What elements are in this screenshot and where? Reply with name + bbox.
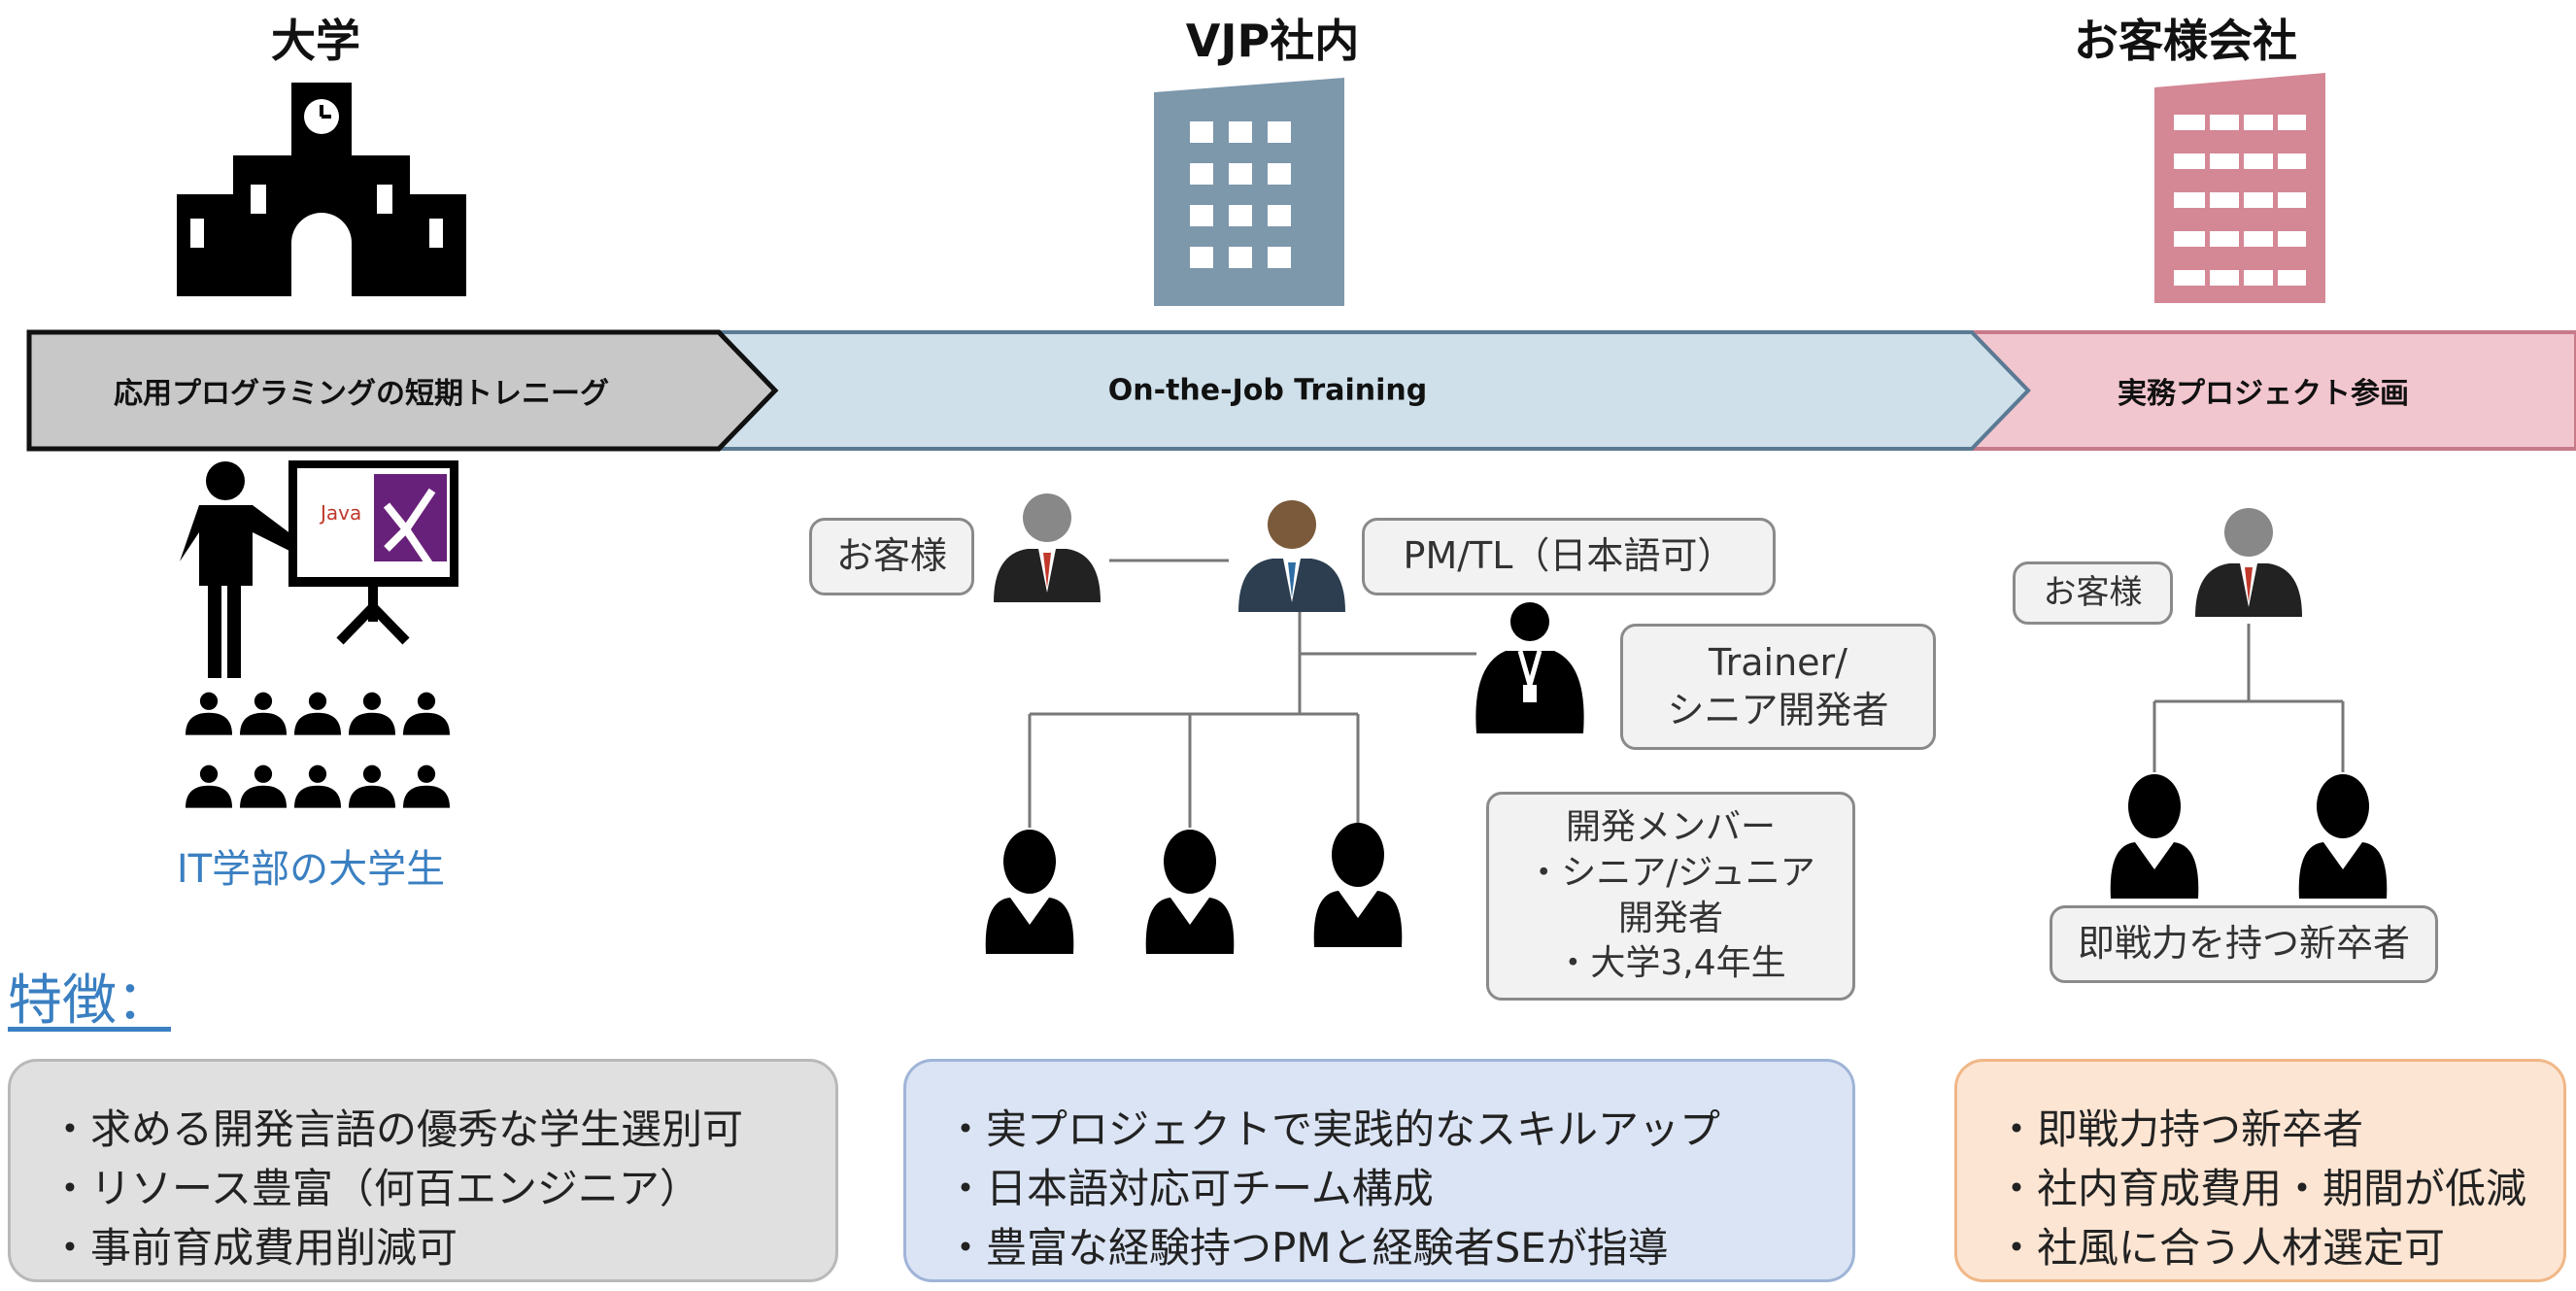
audience-person-icon — [294, 692, 341, 735]
customer-box: お客様 — [809, 518, 974, 595]
feature-box-2: ・実プロジェクトで実践的なスキルアップ ・日本語対応可チーム構成 ・豊富な経験持… — [903, 1059, 1855, 1282]
members-box: 開発メンバー ・シニア/ジュニア 開発者 ・大学3,4年生 — [1486, 792, 1855, 1001]
audience-person-icon — [294, 764, 341, 808]
java-text: Java — [319, 501, 361, 525]
feature-box-3: ・即戦力持つ新卒者 ・社内育成費用・期間が低減 ・社風に合う人材選定可 — [1954, 1059, 2566, 1282]
features-title: 特徴： — [8, 969, 171, 1033]
members-line-2: ・シニア/ジュニア — [1526, 852, 1815, 893]
trainer-icon — [1475, 602, 1584, 733]
audience-person-icon — [240, 764, 287, 808]
pm-icon — [1238, 500, 1345, 612]
vjp-title: VJP社内 — [1185, 15, 1360, 67]
feature-2-item-2: ・日本語対応可チーム構成 — [945, 1164, 1434, 1212]
phase-label-2: On-the-Job Training — [1107, 373, 1428, 408]
newgrad-box: 即戦力を持つ新卒者 — [2050, 905, 2438, 983]
member-person-icon — [1313, 823, 1403, 947]
client-customer-box: お客様 — [2013, 561, 2173, 625]
member-person-icon — [985, 830, 1074, 954]
university-building-icon — [177, 83, 466, 296]
feature-3-item-2: ・社内育成費用・期間が低減 — [1996, 1164, 2527, 1212]
audience-person-icon — [240, 692, 287, 735]
client-connectors — [2152, 624, 2345, 772]
audience-icon — [186, 692, 450, 808]
members-line-1: 開発メンバー — [1565, 806, 1776, 847]
feature-1-item-1: ・求める開発言語の優秀な学生選別可 — [50, 1105, 744, 1153]
audience-person-icon — [186, 692, 232, 735]
students-label: IT学部の大学生 — [176, 847, 446, 892]
client-customer-icon — [2195, 508, 2302, 617]
client-title: お客様会社 — [2074, 15, 2297, 67]
audience-person-icon — [349, 764, 395, 808]
phase-arrows — [26, 329, 2576, 452]
university-title: 大学 — [271, 15, 360, 67]
vjp-connectors — [1028, 559, 1476, 828]
audience-person-icon — [403, 764, 450, 808]
feature-2-item-3: ・豊富な経験持つPMと経験者SEが指導 — [945, 1223, 1669, 1272]
feature-box-1: ・求める開発言語の優秀な学生選別可 ・リソース豊富（何百エンジニア） ・事前育成… — [8, 1059, 838, 1282]
presenter-icon — [180, 460, 458, 678]
members-line-3: 開発者 — [1617, 898, 1723, 938]
office-building-icon — [1154, 78, 1344, 306]
phase-label-1: 応用プログラミングの短期トレニーグ — [114, 377, 609, 411]
trainer-box: Trainer/ シニア開発者 — [1620, 624, 1936, 750]
phase-arrow-1 — [26, 329, 779, 452]
feature-3-item-3: ・社風に合う人材選定可 — [1996, 1223, 2446, 1272]
feature-3-item-1: ・即戦力持つ新卒者 — [1996, 1105, 2364, 1153]
audience-person-icon — [186, 764, 232, 808]
audience-person-icon — [349, 692, 395, 735]
feature-1-item-2: ・リソース豊富（何百エンジニア） — [50, 1164, 700, 1212]
client-building-icon — [2154, 73, 2325, 303]
members-line-4: ・大学3,4年生 — [1555, 943, 1786, 984]
member-person-icon — [1145, 830, 1235, 954]
trainer-line-1: Trainer/ — [1709, 640, 1847, 684]
trainer-line-2: シニア開発者 — [1667, 689, 1889, 731]
phase-label-3: 実務プロジェクト参画 — [2118, 377, 2409, 411]
audience-person-icon — [403, 692, 450, 735]
member-person-icon — [2110, 774, 2199, 899]
customer-icon — [994, 493, 1101, 602]
member-icons — [985, 774, 2388, 954]
feature-2-item-1: ・実プロジェクトで実践的なスキルアップ — [945, 1105, 1721, 1153]
feature-1-item-3: ・事前育成費用削減可 — [50, 1223, 458, 1272]
member-person-icon — [2298, 774, 2388, 899]
pm-box: PM/TL（日本語可） — [1362, 518, 1776, 595]
